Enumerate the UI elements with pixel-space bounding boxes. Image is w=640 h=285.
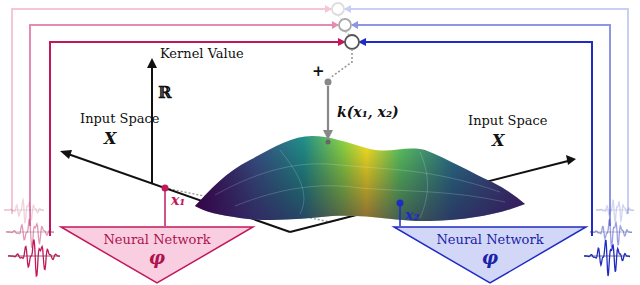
waveform: [8, 240, 60, 276]
kernel-arrow: [327, 86, 329, 132]
surface-line: [215, 164, 500, 195]
surface-texture: [215, 150, 505, 218]
input-label: x₂: [405, 207, 419, 223]
network-name: Neural Network: [436, 233, 543, 248]
sum-circle: [332, 3, 344, 15]
arrowhead: [351, 21, 358, 29]
waveform: [596, 200, 634, 222]
axis-symbol: X: [492, 132, 504, 150]
dotted-link: [338, 15, 341, 19]
arrowhead: [147, 58, 157, 68]
waveform: [6, 219, 54, 248]
network-symbol: φ: [482, 248, 498, 269]
surface-point: [326, 140, 331, 145]
sum-circles: [332, 3, 359, 49]
dotted-link: [345, 31, 349, 35]
kernel-label: k(x₁, x₂): [337, 104, 399, 120]
arrowhead: [332, 21, 339, 29]
triangle-shape: [61, 227, 253, 283]
sum-circle: [339, 19, 351, 31]
arrowhead: [566, 155, 576, 165]
axis-title: Input Space: [468, 114, 548, 129]
axis-symbol: ℝ: [158, 84, 171, 102]
arrowhead: [344, 5, 351, 13]
arrowhead: [325, 5, 332, 13]
surface-line: [280, 150, 304, 214]
kernel-surface: [195, 136, 525, 221]
surface-shading: [195, 136, 525, 221]
network-name: Neural Network: [103, 233, 210, 248]
arrowhead: [60, 150, 72, 159]
dotted-link: [330, 49, 352, 78]
triangle-shape: [394, 227, 586, 283]
input-label: x₁: [171, 192, 185, 208]
waveform: [4, 200, 44, 223]
arrowhead: [323, 130, 333, 140]
waveform: [590, 220, 632, 248]
network-triangle: Neural Networkφ: [393, 226, 587, 284]
network-triangle: Neural Networkφ: [60, 226, 254, 284]
axes: [68, 66, 568, 232]
waveform: [584, 240, 630, 276]
axis-title: Kernel Value: [160, 47, 244, 62]
output-dot: [325, 79, 332, 86]
axis-title: Input Space: [80, 112, 160, 127]
sum-circle: [345, 35, 359, 49]
input-point: [162, 185, 169, 192]
input-link: [164, 188, 166, 226]
network-symbol: φ: [149, 248, 165, 269]
plus-sign: +: [312, 63, 325, 80]
surface-line: [420, 152, 428, 218]
surface-line: [235, 186, 505, 206]
axis-symbol: X: [104, 130, 116, 148]
input-point: [397, 200, 404, 207]
